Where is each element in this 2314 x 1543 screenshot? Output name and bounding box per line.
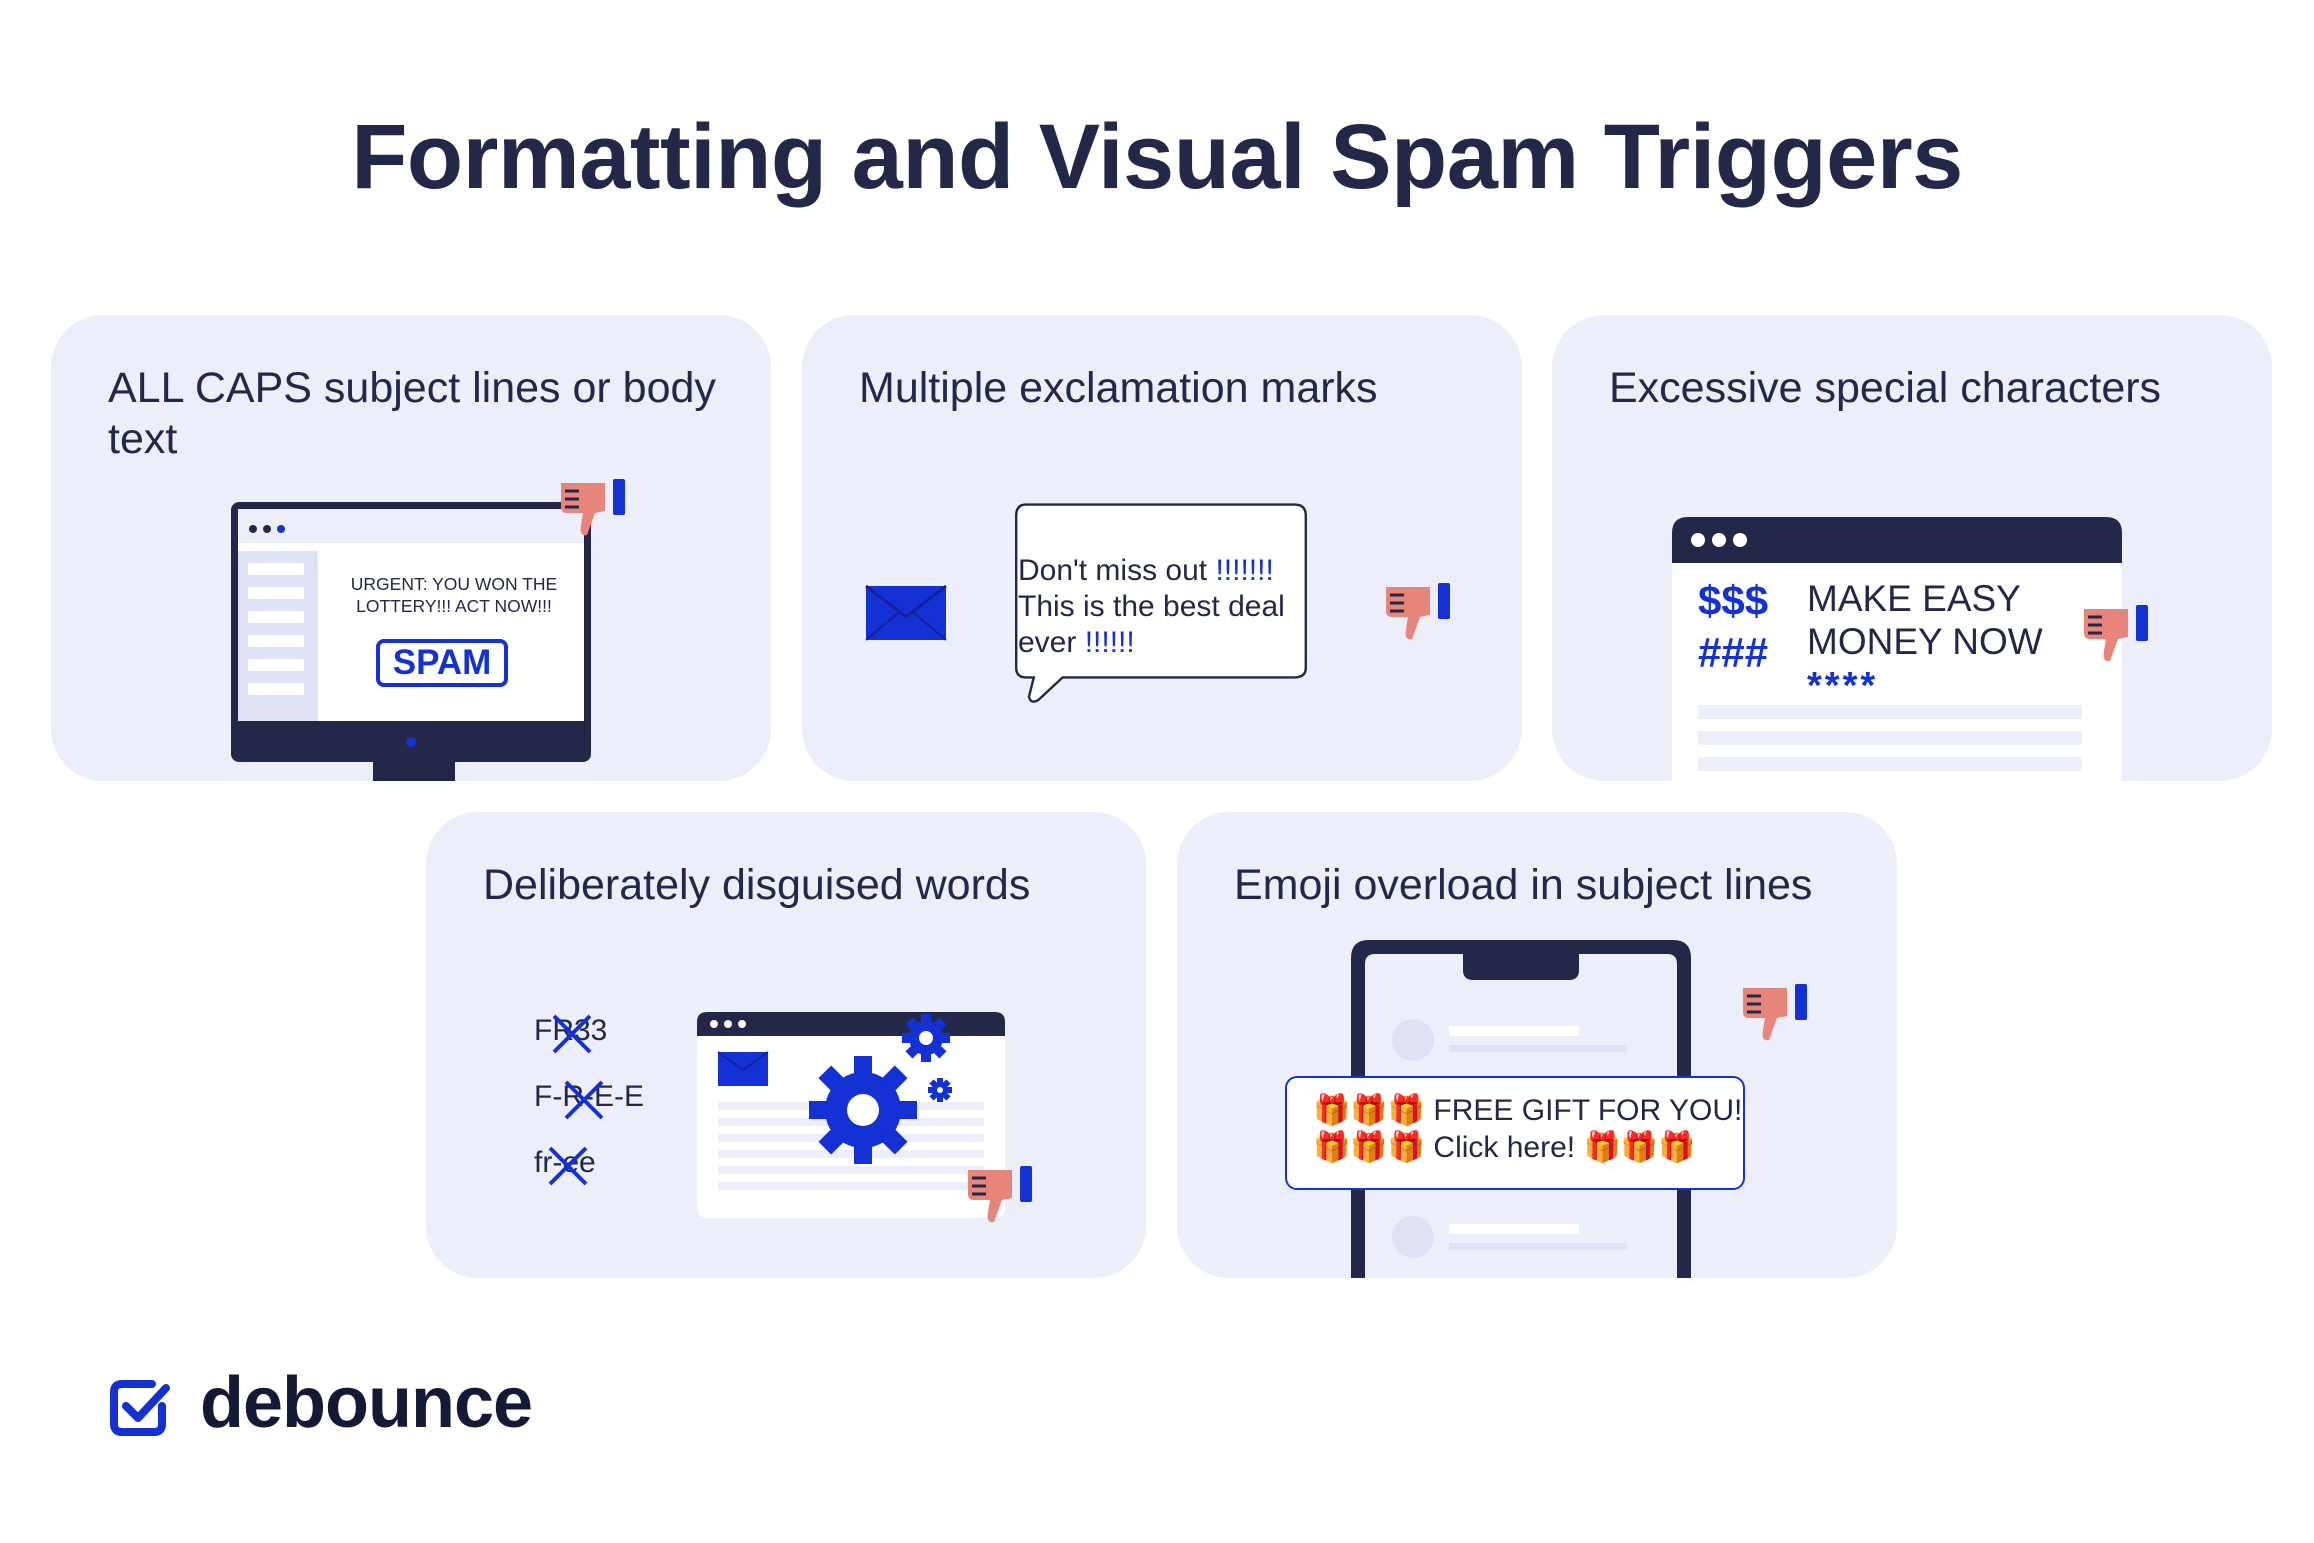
card-emoji-overload: Emoji overload in subject lines 🎁🎁🎁 FREE…: [1177, 812, 1897, 1278]
thumbs-down-icon: [1743, 984, 1807, 1041]
card-title: Multiple exclamation marks: [859, 364, 1378, 412]
gift-icon: 🎁🎁🎁: [1313, 1131, 1426, 1164]
envelope-icon: [865, 584, 947, 641]
brand-name: debounce: [200, 1363, 533, 1443]
thumbs-down-icon: [968, 1166, 1032, 1223]
asterisk-symbols: ****: [1807, 665, 1879, 707]
hash-symbols: ###: [1698, 629, 1769, 676]
notification: 🎁🎁🎁 FREE GIFT FOR YOU! 🎁🎁🎁 Click here! 🎁…: [1285, 1076, 1745, 1190]
card-disguised-words: Deliberately disguised words FR33 F-R-E-…: [426, 812, 1146, 1278]
spam-badge: SPAM: [376, 639, 508, 687]
thumbs-down-icon: [2084, 605, 2148, 662]
monitor-icon: [231, 502, 591, 781]
card-title: Deliberately disguised words: [483, 861, 1031, 909]
card-all-caps: ALL CAPS subject lines or body text URGE…: [51, 315, 771, 781]
gear-icon: [809, 1014, 952, 1164]
bubble-text: Don't miss out !!!!!!! This is the best …: [1018, 554, 1285, 659]
screen-text: URGENT: YOU WON THE LOTTERY!!! ACT NOW!!…: [350, 574, 558, 616]
card-special-characters: Excessive special characters $$$ ### MAK…: [1552, 315, 2272, 781]
dollar-symbols: $$$: [1698, 577, 1769, 624]
card-title: Excessive special characters: [1609, 364, 2162, 412]
card-exclamation-marks: Multiple exclamation marks Don't miss ou…: [802, 315, 1522, 781]
browser-window-icon: [1672, 517, 2122, 781]
card-title: ALL CAPS subject lines or body text: [108, 364, 716, 463]
gift-icon: 🎁🎁🎁: [1583, 1131, 1696, 1164]
phone-icon: [1351, 940, 1691, 1278]
checkmark-logo-icon: [110, 1380, 170, 1436]
thumbs-down-icon: [561, 479, 625, 536]
cross-icon: [548, 1014, 604, 1186]
page-title: Formatting and Visual Spam Triggers: [351, 106, 1963, 208]
speech-bubble-icon: [1015, 503, 1307, 703]
gift-icon: 🎁🎁🎁: [1313, 1094, 1426, 1127]
thumbs-down-icon: [1386, 583, 1450, 640]
card-title: Emoji overload in subject lines: [1234, 861, 1813, 909]
